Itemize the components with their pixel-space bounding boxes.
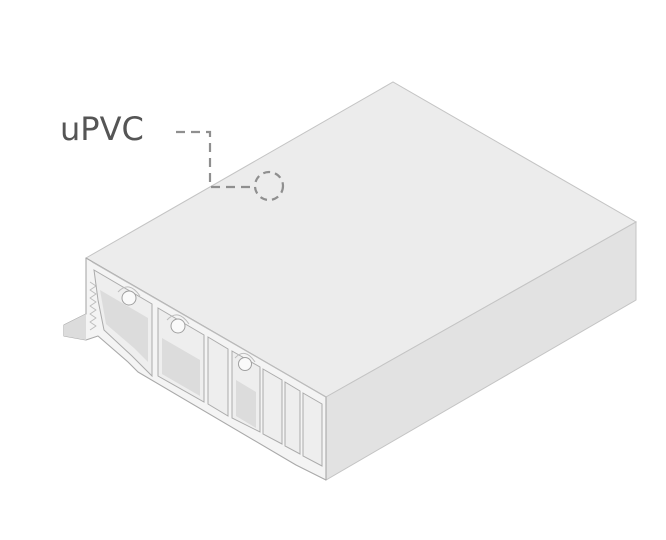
flange-shade: [64, 314, 86, 340]
chamber-diagonal-depth: [100, 290, 148, 362]
hole-boss-2: [166, 314, 190, 325]
callout-marker: [253, 170, 285, 202]
material-label: uPVC: [60, 110, 144, 148]
chamber-2-depth: [162, 338, 200, 396]
chamber-6: [284, 381, 301, 455]
chamber-7: [302, 392, 323, 467]
hole-boss-1: [117, 286, 141, 297]
screw-hole-3: [238, 357, 252, 371]
screw-hole-2: [170, 318, 186, 334]
chamber-3: [207, 336, 229, 417]
callout-leader: [176, 130, 254, 189]
profile-cross-section: [63, 257, 327, 481]
hole-boss-3: [234, 352, 256, 363]
top-face-inner-edge: [91, 261, 327, 398]
chamber-5: [262, 368, 283, 445]
screw-hole-1: [121, 290, 137, 306]
serrated-edge: [89, 281, 97, 331]
chamber-4-depth: [236, 380, 256, 428]
